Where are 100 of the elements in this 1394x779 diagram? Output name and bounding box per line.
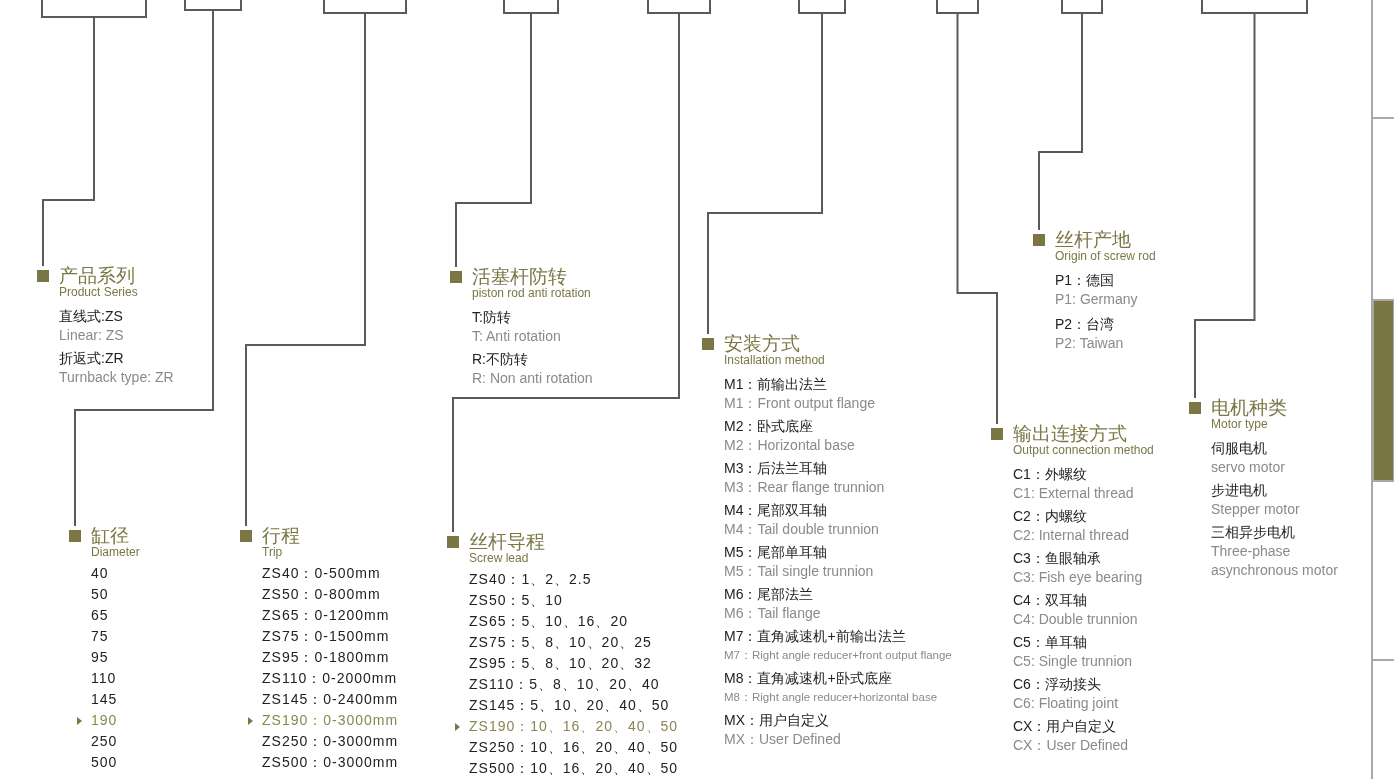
- section-subheading: Trip: [262, 546, 284, 559]
- section-subheading: Screw lead: [469, 552, 530, 565]
- option-text: M1：前输出法兰: [724, 375, 829, 394]
- option-text: ZS250：0-3000mm: [262, 732, 399, 751]
- option-text: M2：卧式底座: [724, 417, 815, 436]
- option-text: ZS190：10、16、20、40、50: [469, 717, 679, 736]
- section-subheading: Origin of screw rod: [1055, 250, 1156, 263]
- section-heading: 行程: [262, 526, 300, 546]
- option-text: MX：用户自定义: [724, 711, 830, 730]
- option-text: M2：Horizontal base: [724, 436, 856, 455]
- option-text: 190: [91, 711, 118, 730]
- option-text: 伺服电机: [1211, 439, 1268, 458]
- option-text: M1：Front output flange: [724, 394, 876, 413]
- option-text: ZS75：0-1500mm: [262, 627, 391, 646]
- option-text: Turnback type: ZR: [59, 368, 174, 387]
- option-text: M3：Rear flange trunnion: [724, 478, 886, 497]
- section-heading: 活塞杆防转: [472, 267, 568, 287]
- leader-line: [1038, 13, 1083, 231]
- section-heading: 安装方式: [724, 334, 801, 354]
- option-text: 75: [91, 627, 110, 646]
- option-text: C4：双耳轴: [1013, 591, 1088, 610]
- option-text: C6：浮动接头: [1013, 675, 1102, 694]
- leader-line: [455, 13, 532, 268]
- option-text: M5：尾部单耳轴: [724, 543, 829, 562]
- leader-line: [707, 13, 823, 335]
- leader-line: [956, 13, 998, 425]
- option-text: R:不防转: [472, 350, 529, 369]
- option-text: C6: Floating joint: [1013, 694, 1120, 713]
- option-text: C3：鱼眼轴承: [1013, 549, 1102, 568]
- option-text: C4: Double trunnion: [1013, 610, 1139, 629]
- section-subheading: piston rod anti rotation: [472, 287, 591, 300]
- option-text: C5: Single trunnion: [1013, 652, 1134, 671]
- option-text: M7：Right angle reducer+front output flange: [724, 648, 952, 663]
- section-heading: 丝杆产地: [1055, 230, 1132, 250]
- leader-line: [452, 13, 680, 533]
- option-text: 50: [91, 585, 110, 604]
- option-text: ZS145：5、10、20、40、50: [469, 696, 671, 715]
- leader-line: [74, 10, 214, 527]
- option-text: ZS190：0-3000mm: [262, 711, 399, 730]
- option-text: T:防转: [472, 308, 512, 327]
- option-text: 65: [91, 606, 110, 625]
- option-text: Stepper motor: [1211, 500, 1301, 519]
- option-text: C1：外螺纹: [1013, 465, 1088, 484]
- option-text: M3：后法兰耳轴: [724, 459, 829, 478]
- option-text: ZS50：5、10: [469, 591, 564, 610]
- leader-line: [1194, 13, 1256, 399]
- option-text: M7：直角减速机+前输出法兰: [724, 627, 907, 646]
- option-text: M4：尾部双耳轴: [724, 501, 829, 520]
- option-text: C2: Internal thread: [1013, 526, 1130, 545]
- section-heading: 电机种类: [1211, 398, 1287, 418]
- option-text: CX：用户自定义: [1013, 717, 1118, 736]
- option-text: P2：台湾: [1055, 315, 1116, 334]
- option-text: R: Non anti rotation: [472, 369, 593, 388]
- option-text: C1: External thread: [1013, 484, 1135, 503]
- option-text: 250: [91, 732, 118, 751]
- option-text: ZS65：5、10、16、20: [469, 612, 629, 631]
- option-text: Three-phase asynchronous motor: [1211, 542, 1339, 580]
- option-text: M4：Tail double trunnion: [724, 520, 880, 539]
- option-text: C2：内螺纹: [1013, 507, 1088, 526]
- option-text: 40: [91, 564, 110, 583]
- option-text: M5：Tail single trunnion: [724, 562, 875, 581]
- option-text: P1：德国: [1055, 271, 1116, 290]
- section-heading: 产品系列: [59, 266, 136, 286]
- option-text: T: Anti rotation: [472, 327, 562, 346]
- section-subheading: Installation method: [724, 354, 825, 367]
- option-text: CX：User Defined: [1013, 736, 1130, 755]
- option-text: ZS65：0-1200mm: [262, 606, 391, 625]
- section-heading: 丝杆导程: [469, 532, 545, 552]
- option-text: ZS40：1、2、2.5: [469, 570, 593, 589]
- section-heading: 缸径: [91, 526, 130, 546]
- option-text: ZS500：10、16、20、40、50: [469, 759, 679, 778]
- option-text: M6：Tail flange: [724, 604, 822, 623]
- option-text: ZS50：0-800mm: [262, 585, 382, 604]
- option-text: servo motor: [1211, 458, 1286, 477]
- option-text: ZS110：5、8、10、20、40: [469, 675, 661, 694]
- option-text: M6：尾部法兰: [724, 585, 815, 604]
- section-subheading: Product Series: [59, 286, 138, 299]
- option-text: 三相异步电机: [1211, 523, 1296, 542]
- section-subheading: Motor type: [1211, 418, 1269, 431]
- option-text: 直线式:ZS: [59, 307, 124, 326]
- option-text: 步进电机: [1211, 481, 1268, 500]
- option-text: ZS40：0-500mm: [262, 564, 382, 583]
- option-text: M8：直角减速机+卧式底座: [724, 669, 893, 688]
- option-text: Linear: ZS: [59, 326, 125, 345]
- option-text: ZS145：0-2400mm: [262, 690, 399, 709]
- option-text: 折返式:ZR: [59, 349, 125, 368]
- option-text: M8：Right angle reducer+horizontal base: [724, 690, 939, 705]
- option-text: P1: Germany: [1055, 290, 1138, 309]
- option-text: ZS75：5、8、10、20、25: [469, 633, 653, 652]
- option-text: ZS500：0-3000mm: [262, 753, 399, 772]
- option-text: 500: [91, 753, 118, 772]
- option-text: ZS95：5、8、10、20、32: [469, 654, 653, 673]
- leader-line: [245, 13, 366, 527]
- leader-line: [42, 17, 95, 267]
- option-text: MX：User Defined: [724, 730, 842, 749]
- option-text: 145: [91, 690, 118, 709]
- option-text: P2: Taiwan: [1055, 334, 1125, 353]
- section-heading: 输出连接方式: [1013, 424, 1128, 444]
- option-text: 110: [91, 669, 118, 688]
- section-subheading: Output connection method: [1013, 444, 1154, 457]
